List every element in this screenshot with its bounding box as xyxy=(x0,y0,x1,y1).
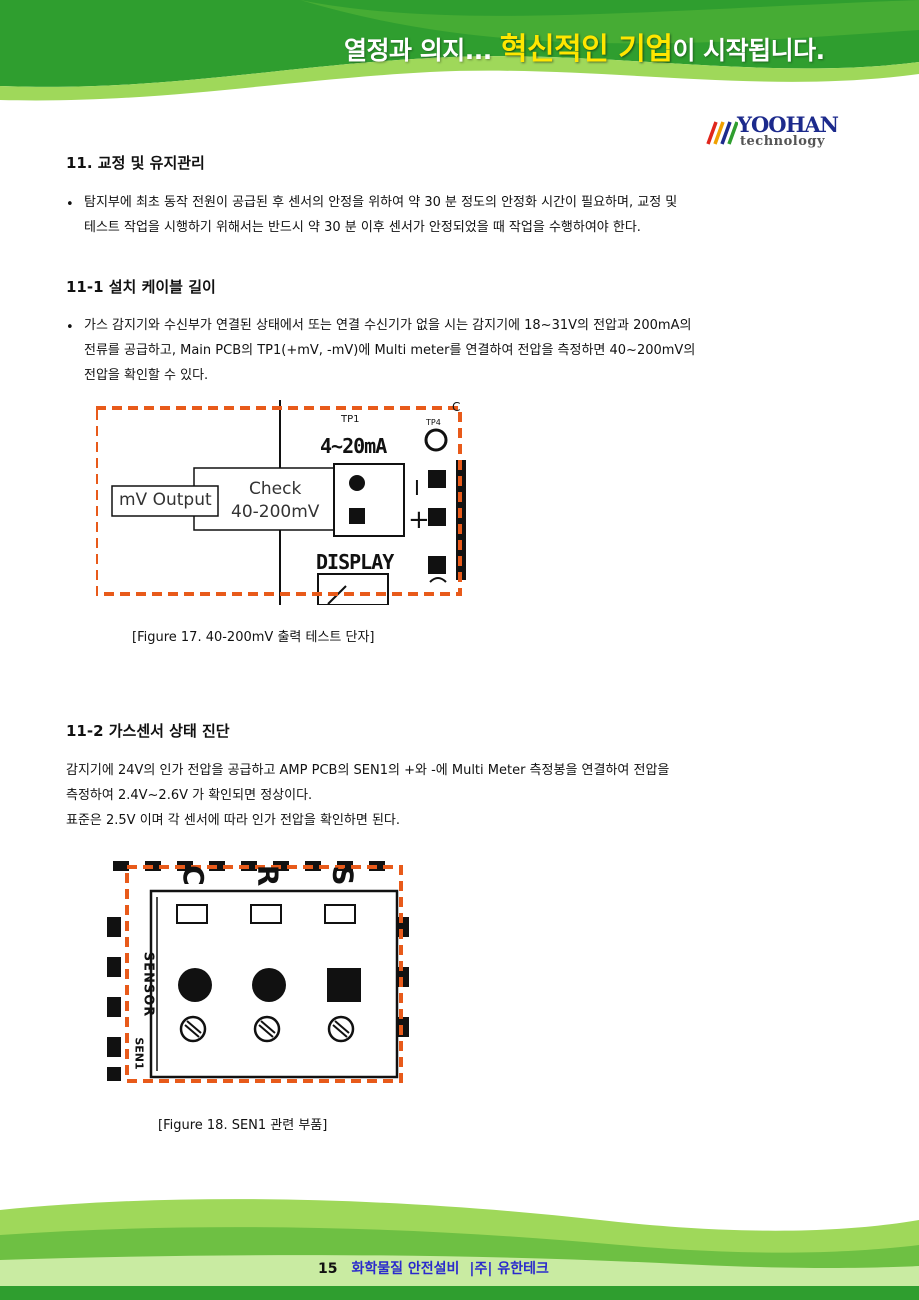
figure-18-image: C R S SENSOR SEN1 xyxy=(105,857,412,1085)
section-11-2-text: 감지기에 24V의 인가 전압을 공급하고 AMP PCB의 SEN1의 +와 … xyxy=(66,763,670,828)
footer-brand: |주| 유한테크 xyxy=(469,1261,549,1277)
figure-17-caption: [Figure 17. 40-200mV 출력 테스트 단자] xyxy=(132,630,375,645)
current-range-label: 4~20mA xyxy=(320,434,387,458)
tp1-label: TP1 xyxy=(341,414,360,425)
footer-company: 화학물질 안전설비 xyxy=(351,1261,460,1277)
header-slogan: 열정과 의지... 혁신적인 기업이 시작됩니다. xyxy=(344,32,825,67)
figure-18-caption: [Figure 18. SEN1 관련 부품] xyxy=(158,1118,328,1133)
sen1-label: SEN1 xyxy=(132,1037,146,1070)
display-label: DISPLAY xyxy=(316,550,394,574)
section-11-1-title: 11-1 설치 케이블 길이 xyxy=(66,278,216,296)
page-number: 15 xyxy=(318,1261,338,1277)
bullet: • xyxy=(66,320,74,335)
svg-text:+: + xyxy=(408,505,430,535)
check-label: Check xyxy=(249,479,302,499)
section-11-text: 탐지부에 최초 동작 전원이 공급된 후 센서의 안정을 위하여 약 30 분 … xyxy=(84,195,678,235)
logo-subtext: technology xyxy=(740,134,826,149)
c-label: C xyxy=(452,400,461,414)
slogan-highlight: 혁신적인 기업 xyxy=(499,32,673,67)
logo-wordmark: YOOHAN xyxy=(737,112,839,137)
pin-c-label: C xyxy=(176,865,210,886)
check-range-label: 40-200mV xyxy=(231,502,320,522)
section-11-1-text: 가스 감지기와 수신부가 연결된 상태에서 또는 연결 수신기가 없을 시는 감… xyxy=(84,318,696,383)
mv-output-label: mV Output xyxy=(119,490,212,510)
header-banner xyxy=(0,0,919,101)
pin-r-label: R xyxy=(251,864,285,887)
footer-banner xyxy=(0,1199,919,1300)
bullet: • xyxy=(66,197,74,212)
pin-s-label: S xyxy=(326,865,360,886)
page-footer: 15 화학물질 안전설비 |주| 유한테크 xyxy=(318,1258,549,1278)
tp4-label: TP4 xyxy=(426,418,441,427)
section-11-2-title: 11-2 가스센서 상태 진단 xyxy=(66,722,230,740)
sensor-label: SENSOR xyxy=(140,951,156,1018)
svg-text:I: I xyxy=(414,476,420,500)
figure-17-image: I + TP1 TP4 C 4~20mA mV Output Check 40-… xyxy=(96,400,466,605)
logo-stripes-icon xyxy=(706,121,738,145)
section-11-title: 11. 교정 및 유지관리 xyxy=(66,154,205,172)
